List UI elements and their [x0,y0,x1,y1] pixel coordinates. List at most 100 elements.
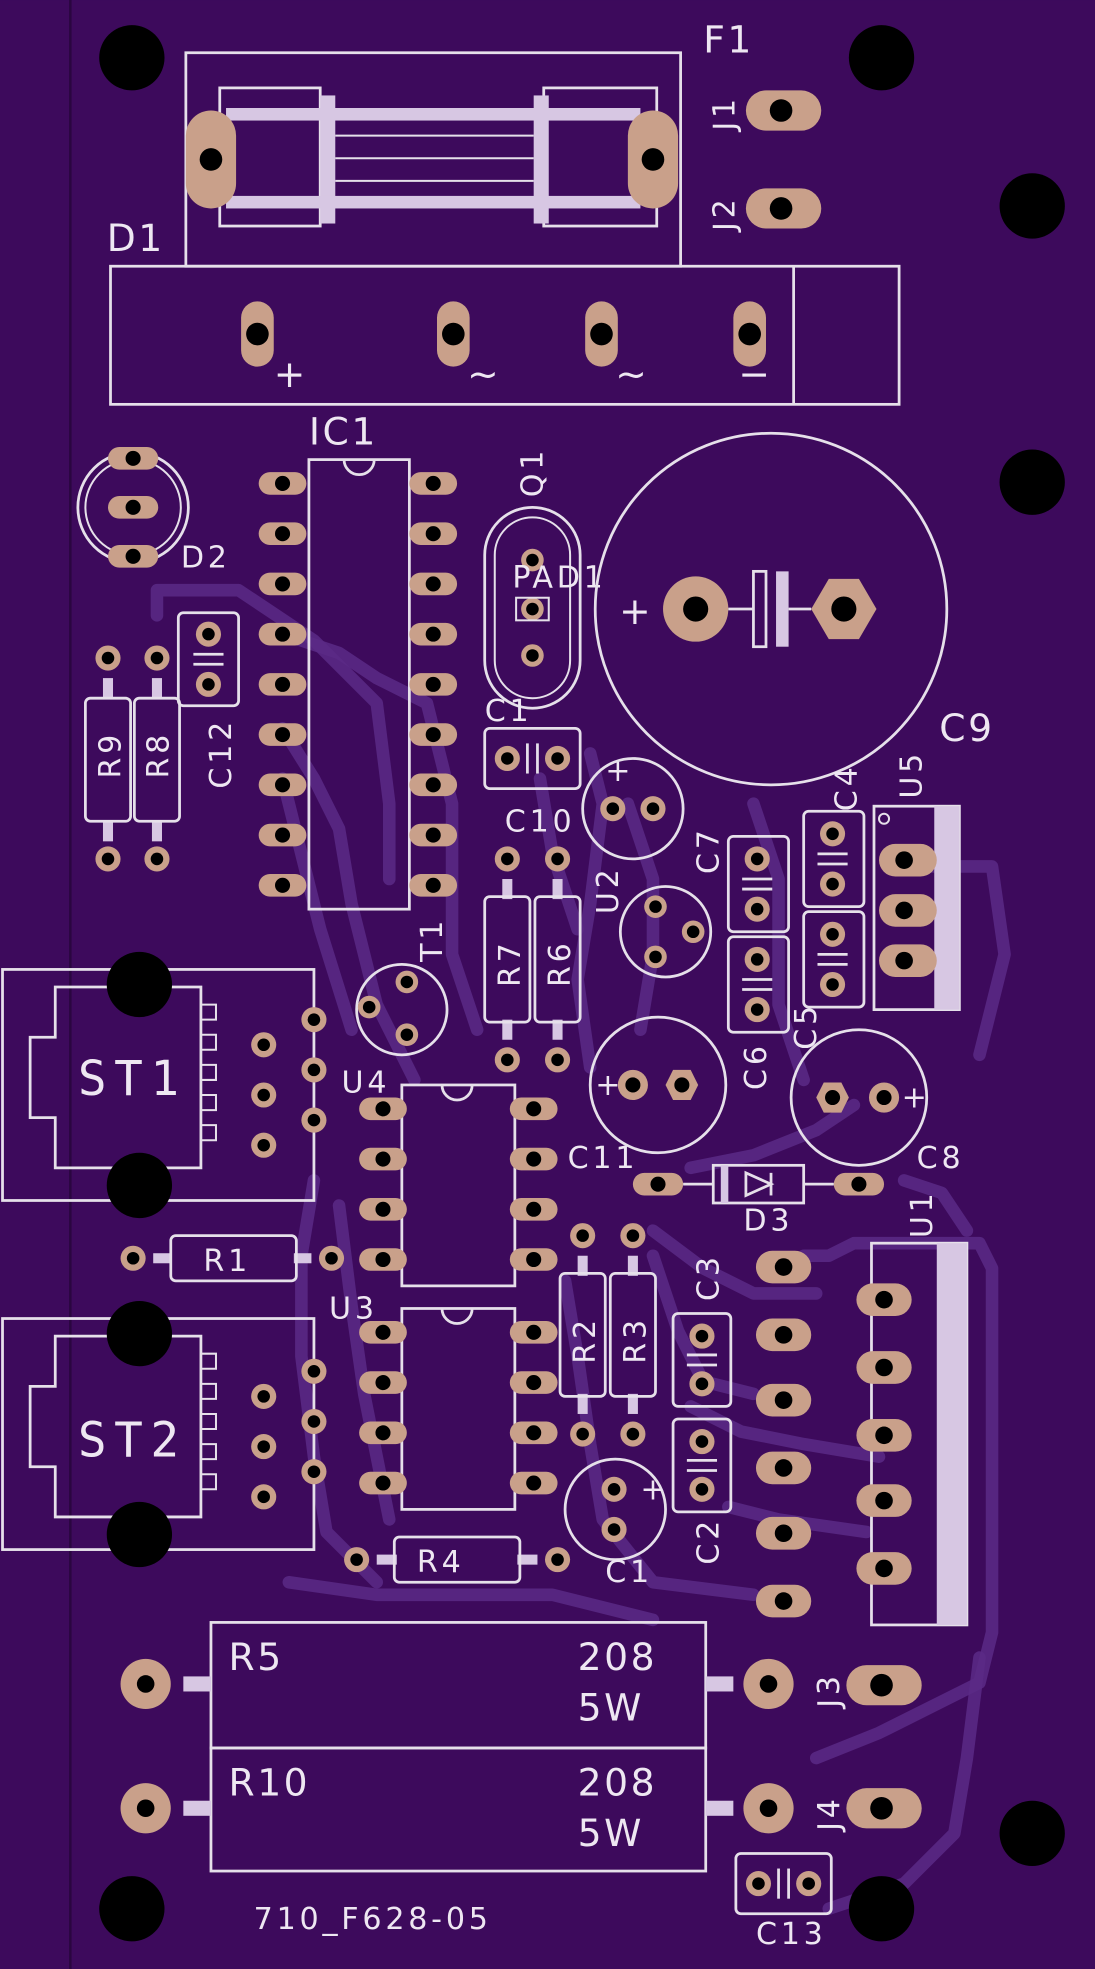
resistor-r1: R1 [120,1234,345,1283]
label-c14: C1 [485,694,533,729]
label-c1-plus: + [640,1472,669,1507]
diode-d3: D3 [632,1163,885,1239]
label-t1: T1 [415,917,450,963]
label-c11-plus: + [595,1068,624,1103]
connector-u1: U1 [755,1189,969,1627]
label-q1: Q1 [515,447,550,497]
mount-hole-bottom-right [848,1876,915,1942]
ic-u3: U3 [329,1292,558,1511]
crystal-q1: Q1 PAD1 [483,447,603,710]
mounting-holes [99,25,1065,1942]
label-c4: C4 [829,763,864,811]
connector-j1: J1 [708,90,822,133]
label-d1-ac1: ~ [467,352,501,396]
label-u3: U3 [329,1292,378,1327]
capacitor-c1: + C1 [563,1457,669,1590]
label-c3: C3 [691,1253,726,1301]
connector-j2: J2 [708,188,822,233]
connector-j3: J3 [812,1665,922,1710]
mount-hole-right-1 [999,173,1065,239]
label-c9: C9 [939,706,994,750]
label-r2: R2 [568,1316,603,1364]
bridge-rectifier-d1: D1 + ~ ~ − [107,216,901,406]
label-r7: R7 [493,939,528,987]
capacitor-c4: C4 [802,763,866,909]
label-c2: C2 [691,1517,726,1565]
label-r4: R4 [417,1545,465,1580]
label-r5-value: 208 [578,1635,657,1679]
transistor-t1: T1 [355,917,450,1057]
capacitor-c11: + C11 [568,1015,728,1176]
label-u4: U4 [342,1065,391,1100]
ic1-left-pads [258,472,307,897]
capacitor-c12: C12 [176,611,240,789]
label-j2: J2 [708,195,743,233]
resistor-r8: R8 [132,645,181,872]
capacitor-c13: C13 [734,1852,833,1952]
ic1-right-pads [409,472,458,897]
ic-u4: U4 [342,1065,558,1288]
label-c10: C10 [505,804,576,839]
capacitor-c7: C7 [691,826,790,934]
u1-pads-right [856,1283,912,1585]
label-c1: C1 [605,1555,653,1590]
resistor-r7: R7 [483,846,532,1073]
connector-st2: ST2 [1,1300,327,1568]
label-r9: R9 [94,731,129,779]
capacitor-c8: + C8 [789,1028,965,1176]
label-d1-plus: + [274,352,308,396]
mount-hole-bottom-left [99,1876,165,1942]
label-d1-minus: − [738,352,772,396]
label-r10-power: 5W [578,1811,644,1855]
ic-ic1: IC1 [258,410,458,911]
regulator-u2: U2 [591,865,713,979]
label-r6: R6 [543,939,578,987]
label-j4: J4 [812,1795,847,1833]
label-r5: R5 [229,1635,284,1679]
label-c11: C11 [568,1141,639,1176]
resistor-r4: R4 [344,1535,571,1584]
label-r10: R10 [229,1761,311,1805]
u1-pads-left [755,1250,812,1618]
capacitor-c5: C5 [789,910,866,1050]
capacitor-c6: C6 [726,935,790,1090]
capacitor-c9: + C9 [593,431,994,787]
label-c6: C6 [739,1042,774,1090]
label-d1: D1 [107,216,165,260]
resistor-r3: R3 [608,1223,657,1447]
led-d2: D2 [76,447,231,576]
label-r3: R3 [618,1316,653,1364]
resistor-r6: R6 [533,846,582,1073]
label-d3: D3 [743,1204,793,1239]
resistor-r9: R9 [84,645,132,872]
regulator-u5: U5 [872,750,961,1011]
label-u1: U1 [905,1189,940,1238]
label-c10-plus: + [605,754,634,789]
capacitor-c2: C2 [671,1417,733,1565]
label-j3: J3 [812,1672,847,1710]
label-r10-value: 208 [578,1761,657,1805]
label-f1: F1 [703,18,754,62]
label-j1: J1 [708,95,743,133]
capacitor-c14: C1 [483,694,582,790]
mount-hole-top-left [99,25,165,91]
label-u5: U5 [895,750,930,799]
mount-hole-right-3 [999,1800,1065,1867]
resistor-r2: R2 [558,1223,607,1447]
label-c12: C12 [204,718,239,789]
label-c8: C8 [917,1141,965,1176]
label-r5-power: 5W [578,1685,644,1729]
label-r1: R1 [203,1244,251,1279]
mount-hole-top-right [848,25,915,91]
capacitor-c3: C3 [671,1253,733,1408]
power-resistor-r10: R10 208 5W [120,1746,794,1873]
mount-hole-right-2 [999,449,1065,515]
label-d2: D2 [181,541,231,576]
label-c8-plus: + [902,1081,931,1116]
label-d1-ac2: ~ [615,352,649,396]
label-st2: ST2 [78,1414,187,1469]
label-ic1: IC1 [309,410,378,454]
label-r8: R8 [141,731,176,779]
